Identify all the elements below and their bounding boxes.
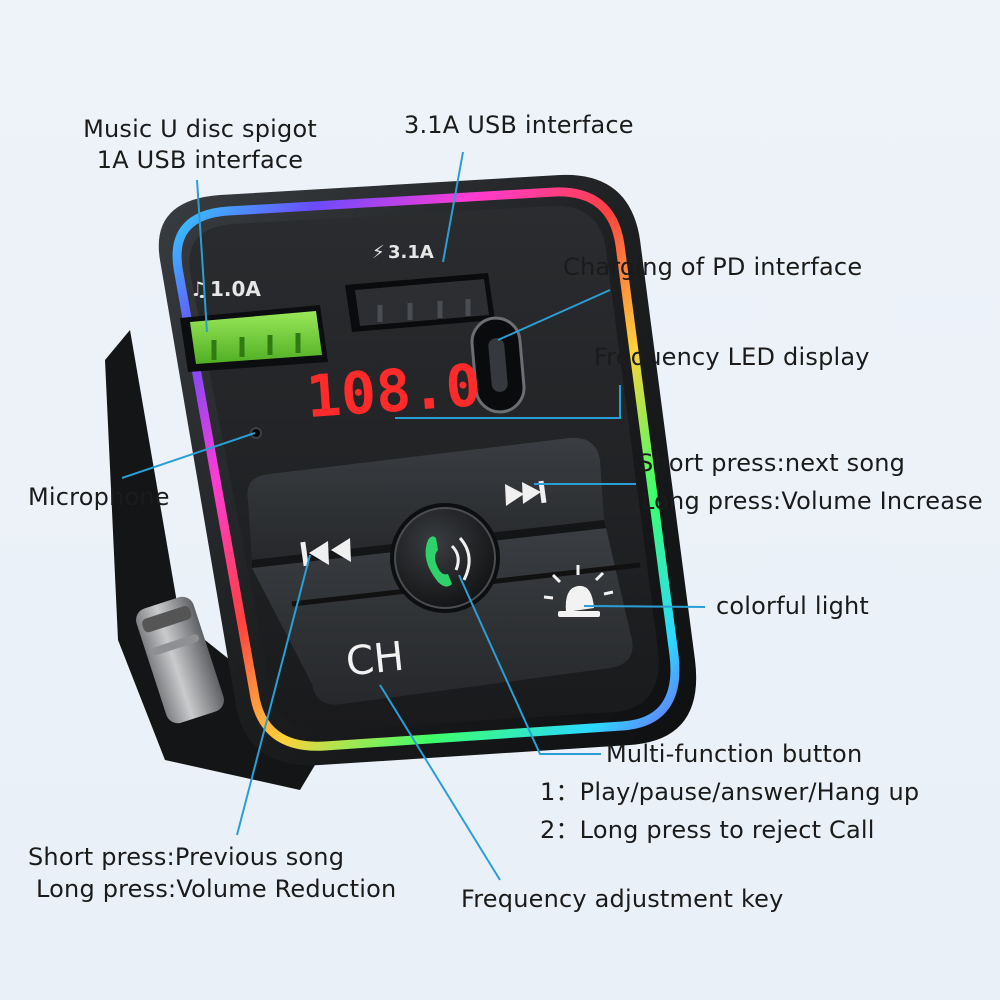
ch-button[interactable]: CH [344, 634, 407, 686]
leader-pd [497, 289, 611, 341]
car-plug [105, 330, 330, 790]
label-freq-key: Frequency adjustment key [461, 885, 784, 913]
leader-usb-31a [442, 151, 464, 263]
next-track-button[interactable] [505, 480, 547, 506]
label-prev-line1: Short press:Previous song [28, 843, 345, 871]
usb-c-port [470, 316, 526, 414]
label-next-line1: Short press:next song [638, 449, 906, 477]
led-display: 108.0 [304, 351, 483, 431]
previous-track-icon [300, 538, 351, 567]
leader-microphone [121, 432, 256, 479]
label-multi-title: Multi-function button [606, 740, 863, 768]
leader-music-usb [196, 179, 208, 333]
label-multi-item1: 1：Play/pause/answer/Hang up [540, 778, 920, 806]
label-usb-31a: 3.1A USB interface [404, 111, 634, 139]
label-colorful-light: colorful light [716, 592, 870, 620]
rgb-light-ring [172, 187, 680, 751]
previous-track-button[interactable] [300, 538, 351, 567]
label-multi-item2: 2：Long press to reject Call [540, 816, 875, 844]
leader-multi [458, 574, 601, 755]
label-music-usb-line1: Music U disc spigot [83, 115, 317, 143]
lightning-icon: ⚡ [372, 242, 385, 263]
ch-label: CH [344, 634, 407, 686]
frequency-readout: 108.0 [304, 351, 483, 431]
next-track-icon [505, 480, 547, 506]
label-music-usb-line2: 1A USB interface [96, 146, 304, 175]
label-pd-charging: Charging of PD interface [563, 253, 863, 281]
leader-light [583, 605, 706, 608]
phone-call-icon [425, 536, 471, 587]
multi-function-button[interactable] [390, 503, 500, 613]
usb-port-31a-tag: 3.1A [388, 242, 434, 263]
microphone-hole [250, 427, 262, 439]
leader-previous [236, 554, 311, 836]
label-led-display: Frequency LED display [594, 343, 870, 371]
label-prev-line2: Long press:Volume Reduction [36, 875, 397, 903]
leader-lines [121, 151, 706, 881]
label-next-line2: Long press:Volume Increase [641, 487, 983, 515]
usb-port-1a-tag: 1.0A [210, 277, 261, 301]
usb-port-1a: 1.0A ♫ [180, 277, 328, 372]
leader-led [395, 385, 621, 419]
leader-ch [379, 684, 501, 881]
usb-port-31a: 3.1A ⚡ [345, 242, 495, 332]
label-music-usb: Music U disc spigot 1A USB interface [72, 114, 328, 176]
label-microphone: Microphone [28, 483, 170, 511]
